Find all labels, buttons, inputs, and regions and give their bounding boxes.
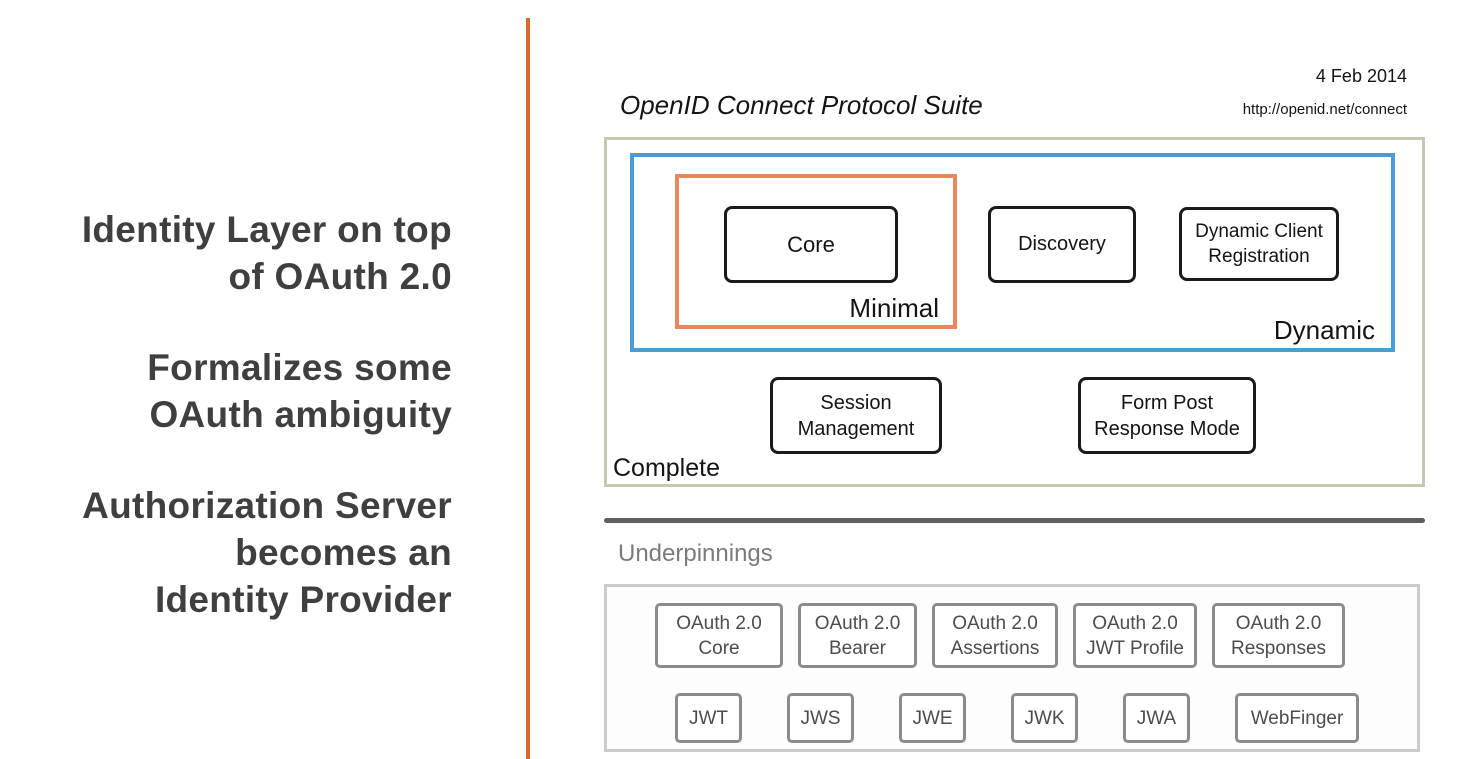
diagram-date: 4 Feb 2014 bbox=[1315, 66, 1407, 86]
diagram-url: http://openid.net/connect bbox=[1242, 101, 1407, 118]
dynamic-label: Dynamic bbox=[1273, 315, 1375, 345]
key-point-line: Identity Layer on top bbox=[81, 209, 452, 250]
oauth-assertions-box: OAuth 2.0 Assertions bbox=[932, 603, 1058, 668]
key-point-line: OAuth ambiguity bbox=[149, 394, 452, 435]
core-spec-box: Core bbox=[724, 206, 898, 283]
underpinning-label-line: Core bbox=[698, 637, 740, 659]
underpinning-label-line: OAuth 2.0 bbox=[1092, 612, 1178, 634]
vertical-divider bbox=[526, 18, 530, 759]
spec-label-line: Management bbox=[797, 417, 915, 440]
key-point-line: Formalizes some bbox=[147, 347, 452, 388]
complete-label: Complete bbox=[613, 454, 720, 482]
underpinning-label-line: Responses bbox=[1230, 637, 1327, 659]
diagram-meta: 4 Feb 2014 http://openid.net/connect bbox=[1243, 66, 1407, 118]
jwa-box: JWA bbox=[1123, 693, 1190, 743]
underpinning-label-line: Assertions bbox=[950, 637, 1040, 659]
underpinnings-group-box: OAuth 2.0 Core OAuth 2.0 Bearer OAuth 2.… bbox=[604, 584, 1420, 752]
oauth-responses-box: OAuth 2.0 Responses bbox=[1212, 603, 1345, 668]
jws-box: JWS bbox=[787, 693, 854, 743]
spec-label-line: Form Post bbox=[1120, 391, 1214, 414]
webfinger-box: WebFinger bbox=[1235, 693, 1359, 743]
jwe-box: JWE bbox=[899, 693, 966, 743]
key-point-line: becomes an bbox=[235, 532, 452, 573]
underpinning-label-line: OAuth 2.0 bbox=[676, 612, 762, 634]
underpinnings-row-oauth: OAuth 2.0 Core OAuth 2.0 Bearer OAuth 2.… bbox=[655, 603, 1345, 668]
underpinnings-label: Underpinnings bbox=[618, 540, 773, 567]
underpinning-label-line: JWK bbox=[1024, 707, 1065, 729]
underpinning-label-line: JWS bbox=[800, 707, 841, 729]
key-point-line: of OAuth 2.0 bbox=[228, 256, 452, 297]
dynamic-group-box: Dynamic bbox=[630, 153, 1395, 352]
key-point-line: Authorization Server bbox=[82, 485, 452, 526]
key-point-authorization-server: Authorization Server becomes an Identity… bbox=[0, 482, 452, 623]
horizontal-divider bbox=[604, 518, 1425, 523]
jwk-box: JWK bbox=[1011, 693, 1078, 743]
minimal-label: Minimal bbox=[849, 293, 939, 323]
spec-label-line: Registration bbox=[1208, 246, 1310, 267]
underpinning-label-line: JWT Profile bbox=[1086, 637, 1184, 659]
underpinning-label-line: OAuth 2.0 bbox=[814, 612, 901, 634]
key-point-identity-layer: Identity Layer on top of OAuth 2.0 bbox=[0, 206, 452, 300]
underpinning-label-line: OAuth 2.0 bbox=[1235, 612, 1322, 634]
underpinning-label-line: Bearer bbox=[828, 637, 887, 659]
underpinnings-row-jose: JWT JWS JWE JWK JWA WebFinger bbox=[675, 693, 1359, 743]
complete-group-box: Complete bbox=[604, 137, 1425, 487]
core-spec-label: Core bbox=[787, 231, 835, 257]
diagram-title: OpenID Connect Protocol Suite bbox=[620, 90, 983, 120]
underpinning-label-line: JWT bbox=[688, 707, 729, 729]
underpinning-label-line: OAuth 2.0 bbox=[952, 612, 1038, 634]
key-point-line: Identity Provider bbox=[154, 579, 452, 620]
underpinning-label-line: JWA bbox=[1136, 707, 1177, 729]
dynamic-client-registration-spec-box: Dynamic Client Registration bbox=[1179, 207, 1339, 281]
minimal-group-box: Minimal bbox=[675, 174, 957, 329]
jwt-box: JWT bbox=[675, 693, 742, 743]
underpinning-label-line: JWE bbox=[912, 707, 953, 729]
spec-label-line: Session bbox=[820, 391, 892, 414]
discovery-spec-label: Discovery bbox=[1018, 233, 1106, 255]
oauth-bearer-box: OAuth 2.0 Bearer bbox=[798, 603, 917, 668]
oauth-jwt-profile-box: OAuth 2.0 JWT Profile bbox=[1073, 603, 1197, 668]
oauth-core-box: OAuth 2.0 Core bbox=[655, 603, 783, 668]
spec-label-line: Response Mode bbox=[1094, 417, 1240, 440]
session-management-spec-box: Session Management bbox=[770, 377, 942, 454]
form-post-response-mode-spec-box: Form Post Response Mode bbox=[1078, 377, 1256, 454]
underpinning-label-line: WebFinger bbox=[1250, 707, 1344, 729]
spec-label-line: Dynamic Client bbox=[1195, 221, 1323, 242]
key-points: Identity Layer on top of OAuth 2.0 Forma… bbox=[0, 206, 452, 623]
discovery-spec-box: Discovery bbox=[988, 206, 1136, 283]
key-point-formalizes: Formalizes some OAuth ambiguity bbox=[0, 344, 452, 438]
